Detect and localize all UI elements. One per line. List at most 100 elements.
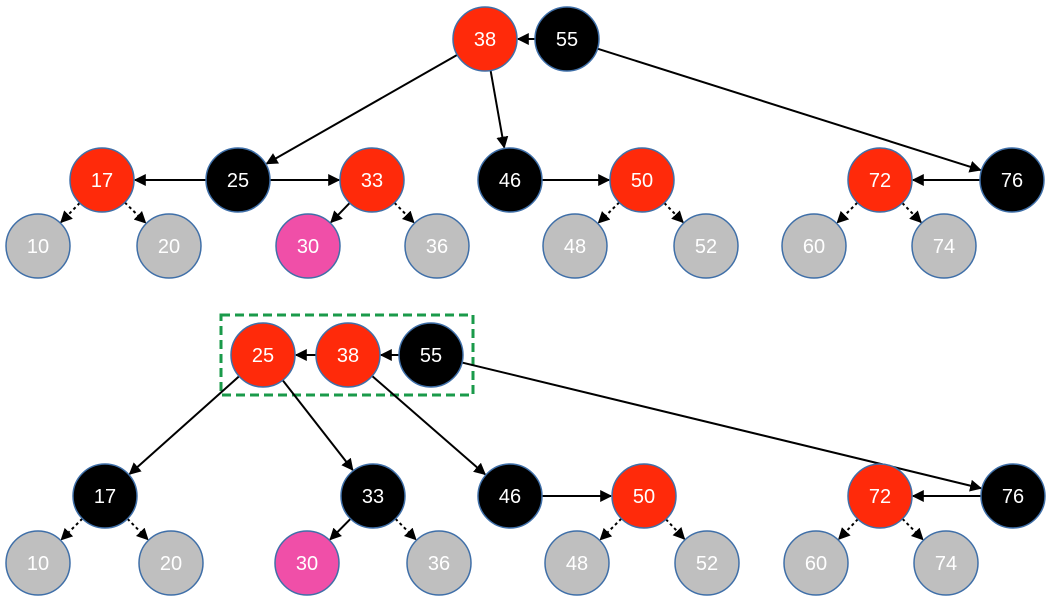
- tree-node-10: 10: [5, 213, 71, 279]
- tree-node-10: 10: [5, 530, 71, 596]
- node-circle: [847, 463, 913, 529]
- node-circle: [340, 463, 406, 529]
- node-circle: [452, 6, 518, 72]
- node-label: 38: [337, 345, 359, 367]
- node-label: 20: [160, 553, 182, 575]
- node-label: 60: [805, 553, 827, 575]
- node-label: 33: [362, 486, 384, 508]
- edge-n33-n30: [330, 202, 351, 224]
- tree-node-33: 33: [339, 147, 405, 213]
- edge-n72-n60: [836, 201, 859, 224]
- node-label: 10: [27, 236, 49, 258]
- node-circle: [315, 322, 381, 388]
- node-label: 74: [933, 236, 955, 258]
- tree-node-60: 60: [781, 213, 847, 279]
- node-circle: [406, 530, 472, 596]
- node-label: 33: [361, 170, 383, 192]
- node-label: 76: [1002, 486, 1024, 508]
- edge-n50-n48: [599, 517, 623, 541]
- tree-node-30: 30: [274, 530, 340, 596]
- node-circle: [609, 147, 675, 213]
- node-label: 74: [935, 553, 957, 575]
- node-circle: [72, 463, 138, 529]
- node-label: 55: [420, 345, 442, 367]
- node-label: 46: [499, 486, 521, 508]
- tree-node-55: 55: [534, 6, 600, 72]
- edge-n55-n76: [597, 47, 982, 173]
- highlight-layer: [219, 313, 475, 397]
- node-label: 36: [426, 236, 448, 258]
- tree-node-60: 60: [783, 530, 849, 596]
- node-circle: [404, 213, 470, 279]
- edge-n72-n74: [901, 202, 922, 224]
- tree-node-50: 50: [609, 147, 675, 213]
- edge-n25-n17: [128, 375, 240, 475]
- edge-layer: [60, 33, 983, 541]
- node-label: 10: [27, 553, 49, 575]
- node-circle: [477, 147, 543, 213]
- node-circle: [5, 213, 71, 279]
- node-circle: [674, 530, 740, 596]
- tree-node-17: 17: [69, 147, 135, 213]
- tree-node-48: 48: [542, 213, 608, 279]
- edge-n17-n20: [124, 201, 147, 224]
- node-circle: [230, 322, 296, 388]
- tree-node-36: 36: [406, 530, 472, 596]
- node-circle: [781, 213, 847, 279]
- tree-node-30: 30: [275, 213, 341, 279]
- tree-node-48: 48: [544, 530, 610, 596]
- node-label: 76: [1001, 170, 1023, 192]
- node-label: 72: [869, 486, 891, 508]
- node-label: 17: [91, 170, 113, 192]
- tree-node-50: 50: [611, 463, 677, 529]
- node-label: 52: [696, 553, 718, 575]
- tree-node-17: 17: [72, 463, 138, 529]
- node-label: 50: [631, 170, 653, 192]
- node-circle: [534, 6, 600, 72]
- node-circle: [847, 147, 913, 213]
- edge-n17-n20: [126, 518, 149, 541]
- edge-n33-n30: [329, 518, 352, 541]
- node-circle: [339, 147, 405, 213]
- node-label: 48: [564, 236, 586, 258]
- tree-node-52: 52: [674, 530, 740, 596]
- node-circle: [205, 147, 271, 213]
- tree-node-46: 46: [477, 147, 543, 213]
- edge-n55-n76: [461, 361, 983, 492]
- tree-node-20: 20: [136, 213, 202, 279]
- tree-node-46: 46: [477, 463, 543, 529]
- node-circle: [477, 463, 543, 529]
- node-circle: [136, 213, 202, 279]
- edge-n17-n10: [60, 202, 81, 224]
- node-circle: [138, 530, 204, 596]
- node-label: 60: [803, 236, 825, 258]
- tree-node-72: 72: [847, 147, 913, 213]
- tree-node-72: 72: [847, 463, 913, 529]
- node-circle: [544, 530, 610, 596]
- tree-node-55: 55: [398, 322, 464, 388]
- node-circle: [275, 213, 341, 279]
- edge-n17-n10: [60, 517, 84, 541]
- node-circle: [783, 530, 849, 596]
- node-circle: [611, 463, 677, 529]
- tree-node-38: 38: [315, 322, 381, 388]
- tree-node-38: 38: [452, 6, 518, 72]
- node-label: 30: [297, 236, 319, 258]
- edge-n72-n74: [901, 518, 924, 541]
- edge-n38-n25: [265, 53, 458, 165]
- highlight-box: [219, 313, 475, 397]
- node-label: 55: [556, 29, 578, 51]
- edge-n50-n52: [665, 518, 686, 540]
- tree-node-25: 25: [205, 147, 271, 213]
- node-label: 25: [252, 345, 274, 367]
- node-circle: [69, 147, 135, 213]
- node-layer: 38 55 17 25 33 46 50 72 76 10 20 30 36 48 52 60 74 25 38 55…: [5, 6, 1046, 596]
- node-label: 48: [566, 553, 588, 575]
- edge-n33-n36: [394, 518, 417, 541]
- node-label: 50: [633, 486, 655, 508]
- edge-n38-n46: [489, 70, 509, 149]
- node-label: 72: [869, 170, 891, 192]
- node-label: 30: [296, 553, 318, 575]
- tree-node-74: 74: [911, 213, 977, 279]
